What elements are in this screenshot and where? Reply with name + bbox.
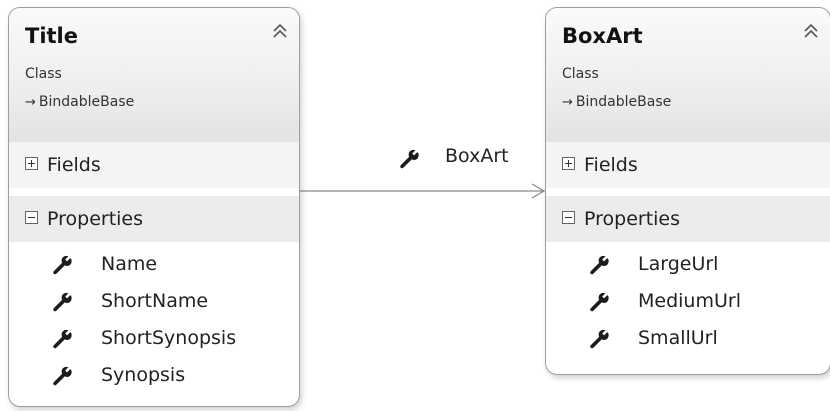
properties-section-toggle[interactable]: Properties (546, 196, 830, 242)
class-header: Title Class →BindableBase (9, 8, 299, 142)
minus-box-icon (25, 211, 38, 224)
class-name: Title (25, 24, 79, 48)
class-kind: Class (562, 66, 599, 82)
fields-section-toggle[interactable]: Fields (9, 142, 299, 188)
property-name: ShortName (101, 290, 209, 312)
plus-box-icon (25, 157, 38, 170)
property-item[interactable]: ShortName (9, 283, 299, 320)
minus-box-icon (562, 211, 575, 224)
class-base: →BindableBase (25, 94, 134, 110)
properties-section-toggle[interactable]: Properties (9, 196, 299, 242)
base-class-name: BindableBase (38, 94, 135, 110)
property-item[interactable]: Synopsis (9, 357, 299, 394)
class-name: BoxArt (562, 24, 643, 48)
property-item[interactable]: LargeUrl (546, 246, 830, 283)
fields-label: Fields (47, 154, 101, 176)
inherits-arrow-icon: → (25, 95, 36, 110)
class-box-boxart[interactable]: BoxArt Class →BindableBase Fields Proper… (545, 7, 830, 375)
class-header: BoxArt Class →BindableBase (546, 8, 830, 142)
property-list: Name ShortName ShortSynopsis Synopsis (9, 242, 299, 394)
property-name: Synopsis (101, 364, 186, 386)
fields-section-toggle[interactable]: Fields (546, 142, 830, 188)
double-chevron-up-icon[interactable] (802, 22, 820, 40)
property-name: SmallUrl (638, 327, 718, 349)
properties-label: Properties (584, 208, 681, 230)
wrench-icon (590, 292, 609, 312)
wrench-icon (53, 255, 72, 275)
property-item[interactable]: SmallUrl (546, 320, 830, 357)
class-base: →BindableBase (562, 94, 671, 110)
class-kind: Class (25, 66, 62, 82)
inherits-arrow-icon: → (562, 95, 573, 110)
wrench-icon (53, 329, 72, 349)
class-box-title[interactable]: Title Class →BindableBase Fields Propert… (8, 7, 300, 407)
plus-box-icon (562, 157, 575, 170)
property-name: MediumUrl (638, 290, 741, 312)
wrench-icon (53, 366, 72, 386)
fields-label: Fields (584, 154, 638, 176)
property-name: ShortSynopsis (101, 327, 237, 349)
property-list: LargeUrl MediumUrl SmallUrl (546, 242, 830, 357)
wrench-icon (590, 329, 609, 349)
properties-label: Properties (47, 208, 144, 230)
base-class-name: BindableBase (575, 94, 672, 110)
wrench-icon (400, 149, 419, 169)
property-item[interactable]: ShortSynopsis (9, 320, 299, 357)
property-name: LargeUrl (638, 253, 719, 275)
property-name: Name (101, 253, 158, 275)
double-chevron-up-icon[interactable] (271, 22, 289, 40)
wrench-icon (53, 292, 72, 312)
property-item[interactable]: MediumUrl (546, 283, 830, 320)
association-label-text: BoxArt (445, 145, 509, 167)
property-item[interactable]: Name (9, 246, 299, 283)
wrench-icon (590, 255, 609, 275)
